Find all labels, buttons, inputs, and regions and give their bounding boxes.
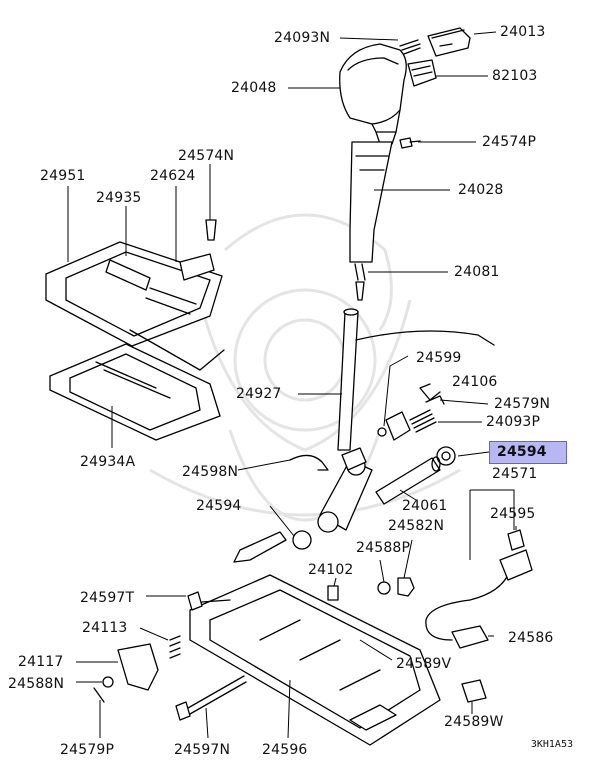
knob-screw [399,137,421,149]
shift-lever-shaft [337,308,359,451]
bolt-long [175,675,247,721]
clip-w [461,679,487,703]
label-82103: 82103 [492,68,538,84]
label-24117: 24117 [18,654,64,670]
diagram-code: 3KH1A53 [530,739,573,750]
detent-spring [409,409,437,433]
spring-113 [169,635,181,659]
lever-bracket [233,531,287,563]
detent-pin [419,383,441,401]
panel-screw [205,219,217,241]
lever-pivot [317,447,373,533]
label-24093N-top: 24093N [274,30,331,46]
lock-cam [117,643,159,691]
label-24594-left: 24594 [196,498,242,514]
button-cap [427,27,471,57]
label-24579N: 24579N [494,396,551,412]
label-24113: 24113 [82,620,128,636]
label-24595: 24595 [490,506,536,522]
label-24597T: 24597T [80,590,135,606]
wiring-harness [425,529,533,641]
pivot-pipe [375,456,441,505]
washer-p [377,581,391,595]
stopper-bolt [327,585,339,601]
washer-n [102,676,114,688]
bushing-right [436,446,456,466]
knob-button [407,59,437,87]
lever-base [189,574,441,746]
indicator-panel [45,241,225,371]
lever-cable [355,330,495,346]
label-24594-highlighted[interactable]: 24594 [497,444,547,460]
label-24951: 24951 [40,168,86,184]
label-24588N: 24588N [8,676,65,692]
label-24586: 24586 [508,630,554,646]
bolt-t [187,591,231,611]
label-24927: 24927 [236,386,282,402]
label-24624: 24624 [150,168,196,184]
label-24599: 24599 [416,350,462,366]
label-24582N: 24582N [388,518,445,534]
label-24048: 24048 [231,80,277,96]
label-24935: 24935 [96,190,142,206]
label-24574P: 24574P [482,134,537,150]
label-24102: 24102 [308,562,354,578]
label-24579P: 24579P [60,742,115,758]
label-24588P: 24588P [356,540,411,556]
label-24597N: 24597N [174,742,231,758]
lever-boot [349,141,393,263]
label-24589V: 24589V [396,656,452,672]
lower-frame [49,343,221,441]
lever-rod [354,263,366,301]
label-24028: 24028 [458,182,504,198]
leader-lines [67,31,517,739]
label-24596: 24596 [262,742,308,758]
shift-knob [339,43,407,145]
connector [451,625,489,649]
label-24934A: 24934A [80,454,136,470]
pin-p [93,687,105,703]
label-24571: 24571 [492,466,538,482]
label-24106: 24106 [452,374,498,390]
label-24093P: 24093P [486,414,541,430]
label-24013: 24013 [500,24,546,40]
bushing-left [292,530,312,550]
label-24589W: 24589W [444,714,504,730]
nut-n [397,577,415,597]
label-24598N: 24598N [182,464,239,480]
cable-tie [289,454,329,471]
label-24574N: 24574N [178,148,235,164]
highlight-box [489,441,567,464]
knob-spring [399,39,421,55]
detent-body [385,411,411,441]
clip-a [425,395,445,405]
label-24061: 24061 [402,498,448,514]
label-24081: 24081 [454,264,500,280]
detent-ball [377,427,387,437]
